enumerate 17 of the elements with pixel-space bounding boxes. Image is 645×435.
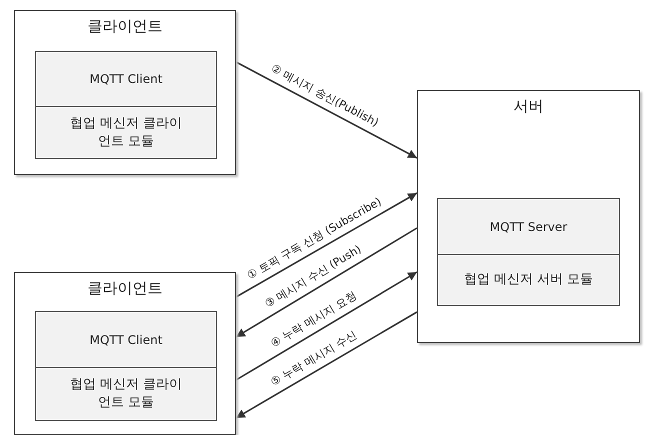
arrow (236, 227, 418, 338)
arrow (236, 271, 418, 381)
module-box: 협업 메신저 클라이언트 모듈 (35, 367, 217, 421)
module-box: MQTT Client (35, 51, 217, 107)
arrow (236, 311, 418, 419)
box-title: 서버 (512, 97, 544, 116)
module-box: MQTT Server (437, 198, 620, 255)
device-box (14, 272, 236, 435)
device-box (417, 90, 640, 343)
module-box: MQTT Client (35, 311, 217, 368)
arrow (236, 61, 418, 159)
box-title: 클라이언트 (86, 279, 164, 298)
box-title: 클라이언트 (86, 17, 164, 36)
module-box: 협업 메신저 클라이언트 모듈 (35, 106, 217, 159)
module-box: 협업 메신저 서버 모듈 (437, 254, 620, 306)
arrow (236, 192, 418, 298)
device-box (14, 10, 236, 175)
